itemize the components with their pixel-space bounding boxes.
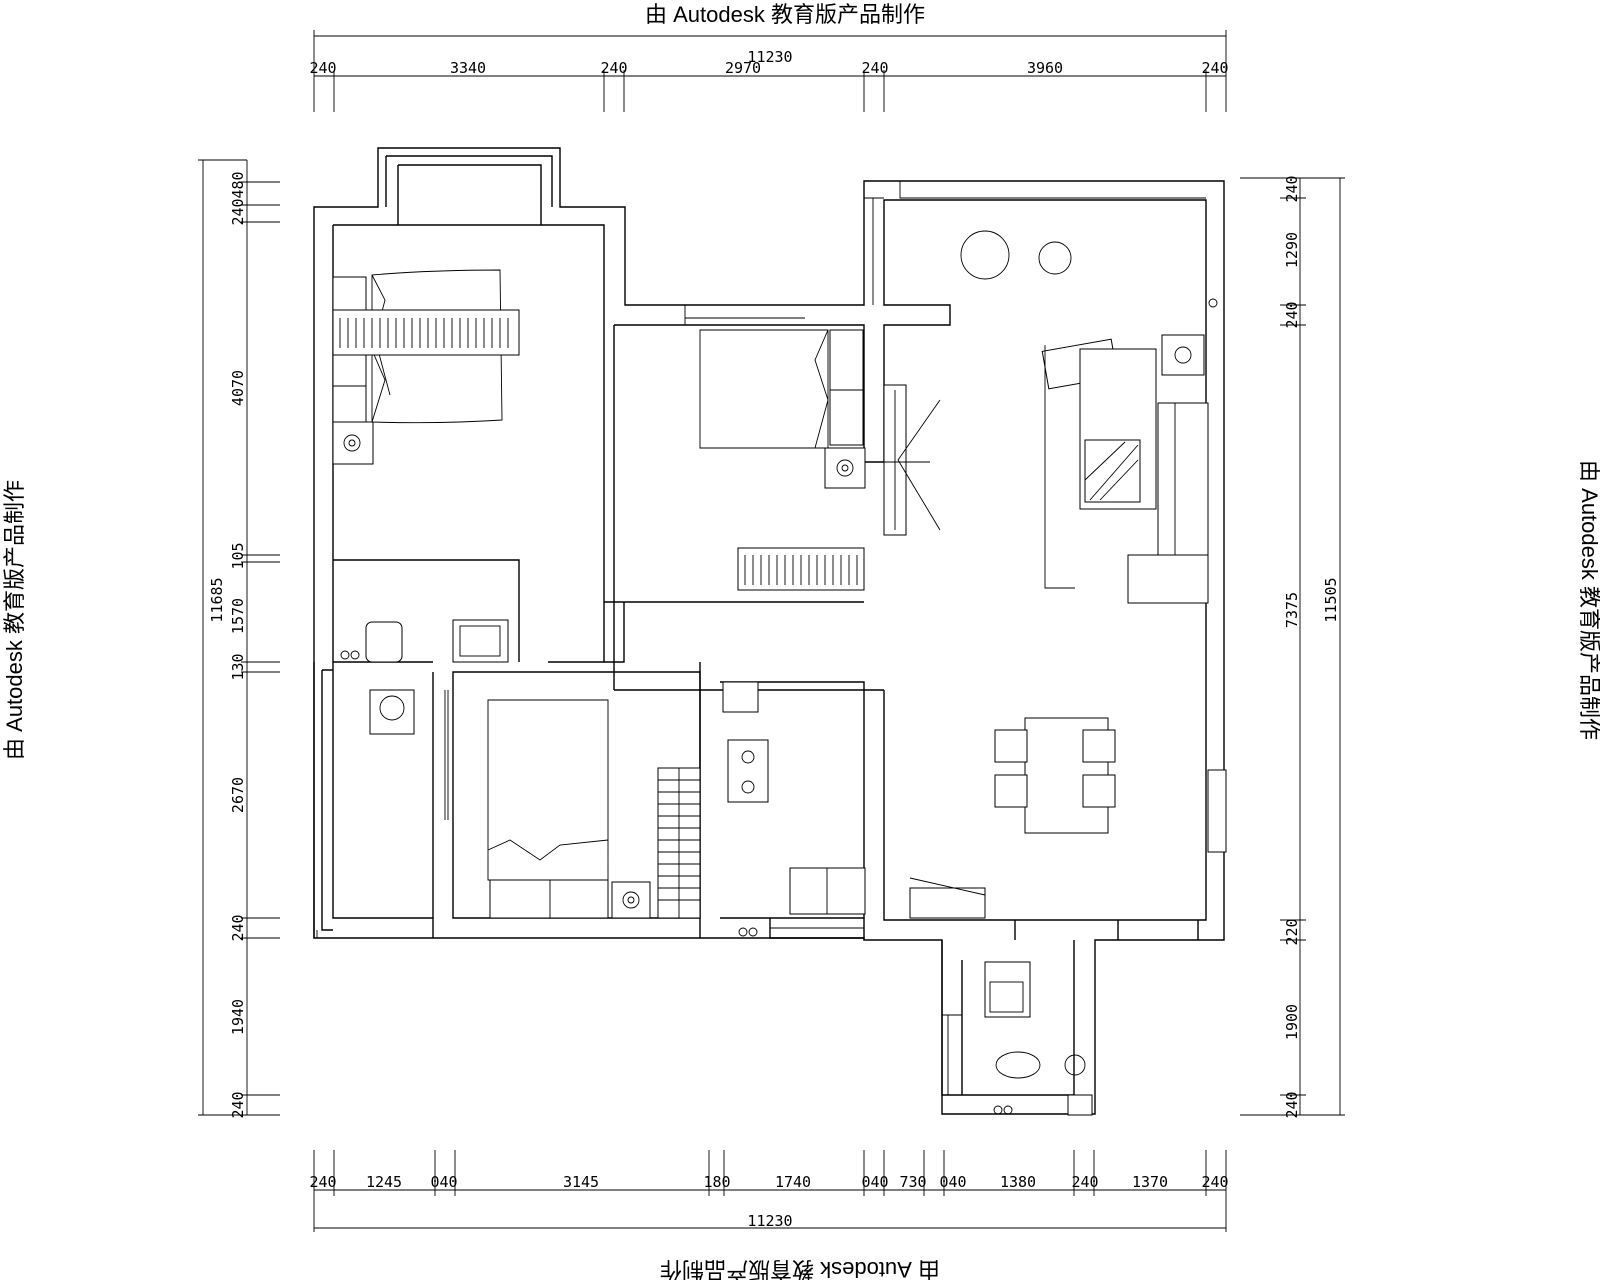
dim-label: 240 [1071,1173,1098,1191]
bottom-dimension-labels: 11230 240 1245 040 3145 180 1740 040 730… [309,1173,1228,1230]
dim-label: 240 [600,59,627,77]
dimension-lines [198,30,1345,1232]
dim-label: 11685 [208,577,226,622]
dim-label: 105 [229,542,247,569]
dim-label: 730 [899,1173,926,1191]
dim-label: 1740 [775,1173,811,1191]
dim-label: 240 [309,1173,336,1191]
walls [313,147,1225,1115]
dim-label: 2670 [229,777,247,813]
dim-label: 240 [309,59,336,77]
dim-label: 1370 [1132,1173,1168,1191]
dim-label: 220 [1283,918,1301,945]
dim-label: 1900 [1283,1004,1301,1040]
dim-label: 240 [1283,1091,1301,1118]
dim-label: 3145 [563,1173,599,1191]
bed-master [332,269,503,465]
watermark-top: 由 Autodesk 教育版产品制作 [645,2,925,27]
dim-label: 480 [229,171,247,198]
watermark-right: 由 Autodesk 教育版产品制作 [1577,460,1600,740]
bed-second [699,329,866,591]
kitchen [722,681,866,937]
dim-label: 1940 [229,999,247,1035]
dim-label: 1245 [366,1173,402,1191]
living-room [960,230,1218,604]
dim-label: 1290 [1283,232,1301,268]
dim-label: 3340 [450,59,486,77]
laundry-area [369,689,449,820]
dim-label: 11230 [747,48,792,66]
dim-label: 040 [430,1173,457,1191]
dim-label: 180 [703,1173,730,1191]
dim-label: 11505 [1322,577,1340,622]
bed-third [487,699,701,919]
dim-label: 3960 [1027,59,1063,77]
dim-label: 240 [229,914,247,941]
top-dimension-labels: 11230 240 3340 240 2970 240 3960 240 [309,48,1228,77]
dim-label: 240 [1201,59,1228,77]
windows [316,181,1206,1095]
dim-label: 130 [229,653,247,680]
dim-label: 4070 [229,370,247,406]
watermark-bottom: 由 Autodesk 教育版产品制作 [660,1257,940,1280]
left-dimension-labels: 11685 480 240 4070 105 1570 130 2670 240… [208,171,247,1118]
dim-label: 1570 [229,598,247,634]
dim-label: 240 [1283,301,1301,328]
bathroom [984,961,1093,1116]
dim-label: 240 [861,59,888,77]
watermark-left: 由 Autodesk 教育版产品制作 [2,480,27,760]
dim-label: 7375 [1283,592,1301,628]
wardrobe [332,309,520,356]
dim-label: 240 [1201,1173,1228,1191]
dim-label: 1380 [1000,1173,1036,1191]
dim-label: 040 [861,1173,888,1191]
dim-label: 240 [229,198,247,225]
dim-label: 040 [939,1173,966,1191]
dining-table [909,717,1227,919]
dim-label: 240 [1283,175,1301,202]
dim-label: 240 [229,1091,247,1118]
dim-label: 11230 [747,1212,792,1230]
tv-cabinet [880,384,941,536]
right-dimension-labels: 11505 240 1290 240 7375 220 1900 240 [1283,175,1340,1118]
study-desk [340,619,509,663]
dim-label: 2970 [725,59,761,77]
